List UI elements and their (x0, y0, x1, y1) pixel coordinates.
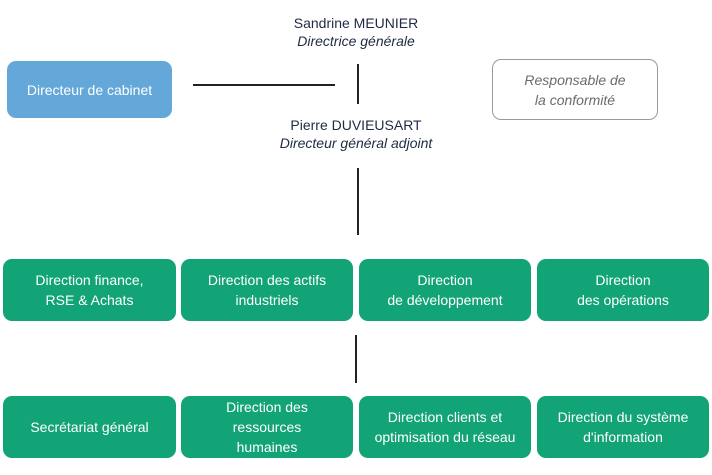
direction-operations-label: Direction des opérations (577, 272, 669, 308)
connector-deputy-directions (357, 168, 359, 235)
direction-developpement-box: Direction de développement (359, 259, 531, 321)
direction-clients-box: Direction clients et optimisation du rés… (359, 396, 531, 458)
direction-developpement-label: Direction de développement (387, 272, 503, 308)
direction-actifs-label: Direction des actifs industriels (207, 272, 327, 308)
direction-finance-label: Direction finance, RSE & Achats (35, 272, 144, 308)
secretariat-general-box: Secrétariat général (3, 396, 176, 458)
connector-ceo-deputy (357, 64, 359, 104)
direction-actifs-box: Direction des actifs industriels (181, 259, 353, 321)
cabinet-label: Directeur de cabinet (26, 81, 153, 98)
compliance-box: Responsable de la conformité (492, 59, 658, 120)
ceo-name: Sandrine MEUNIER (293, 15, 419, 31)
deputy-title: Directeur général adjoint (279, 135, 433, 151)
direction-rh-box: Direction des ressources humaines (181, 396, 353, 458)
cabinet-box: Directeur de cabinet (7, 61, 172, 118)
direction-finance-box: Direction finance, RSE & Achats (3, 259, 176, 321)
direction-si-label: Direction du système d'information (557, 409, 689, 445)
connector-cabinet (193, 84, 335, 86)
ceo-block: Sandrine MEUNIER Directrice générale (256, 14, 456, 50)
deputy-block: Pierre DUVIEUSART Directeur général adjo… (246, 116, 466, 152)
ceo-title: Directrice générale (297, 33, 415, 49)
connector-row1-row2 (355, 335, 357, 383)
compliance-label: Responsable de la conformité (524, 71, 626, 108)
direction-clients-label: Direction clients et optimisation du rés… (374, 409, 516, 445)
secretariat-general-label: Secrétariat général (30, 419, 149, 435)
direction-rh-label: Direction des ressources humaines (226, 399, 308, 455)
direction-operations-box: Direction des opérations (537, 259, 709, 321)
deputy-name: Pierre DUVIEUSART (290, 117, 422, 133)
direction-si-box: Direction du système d'information (537, 396, 709, 458)
